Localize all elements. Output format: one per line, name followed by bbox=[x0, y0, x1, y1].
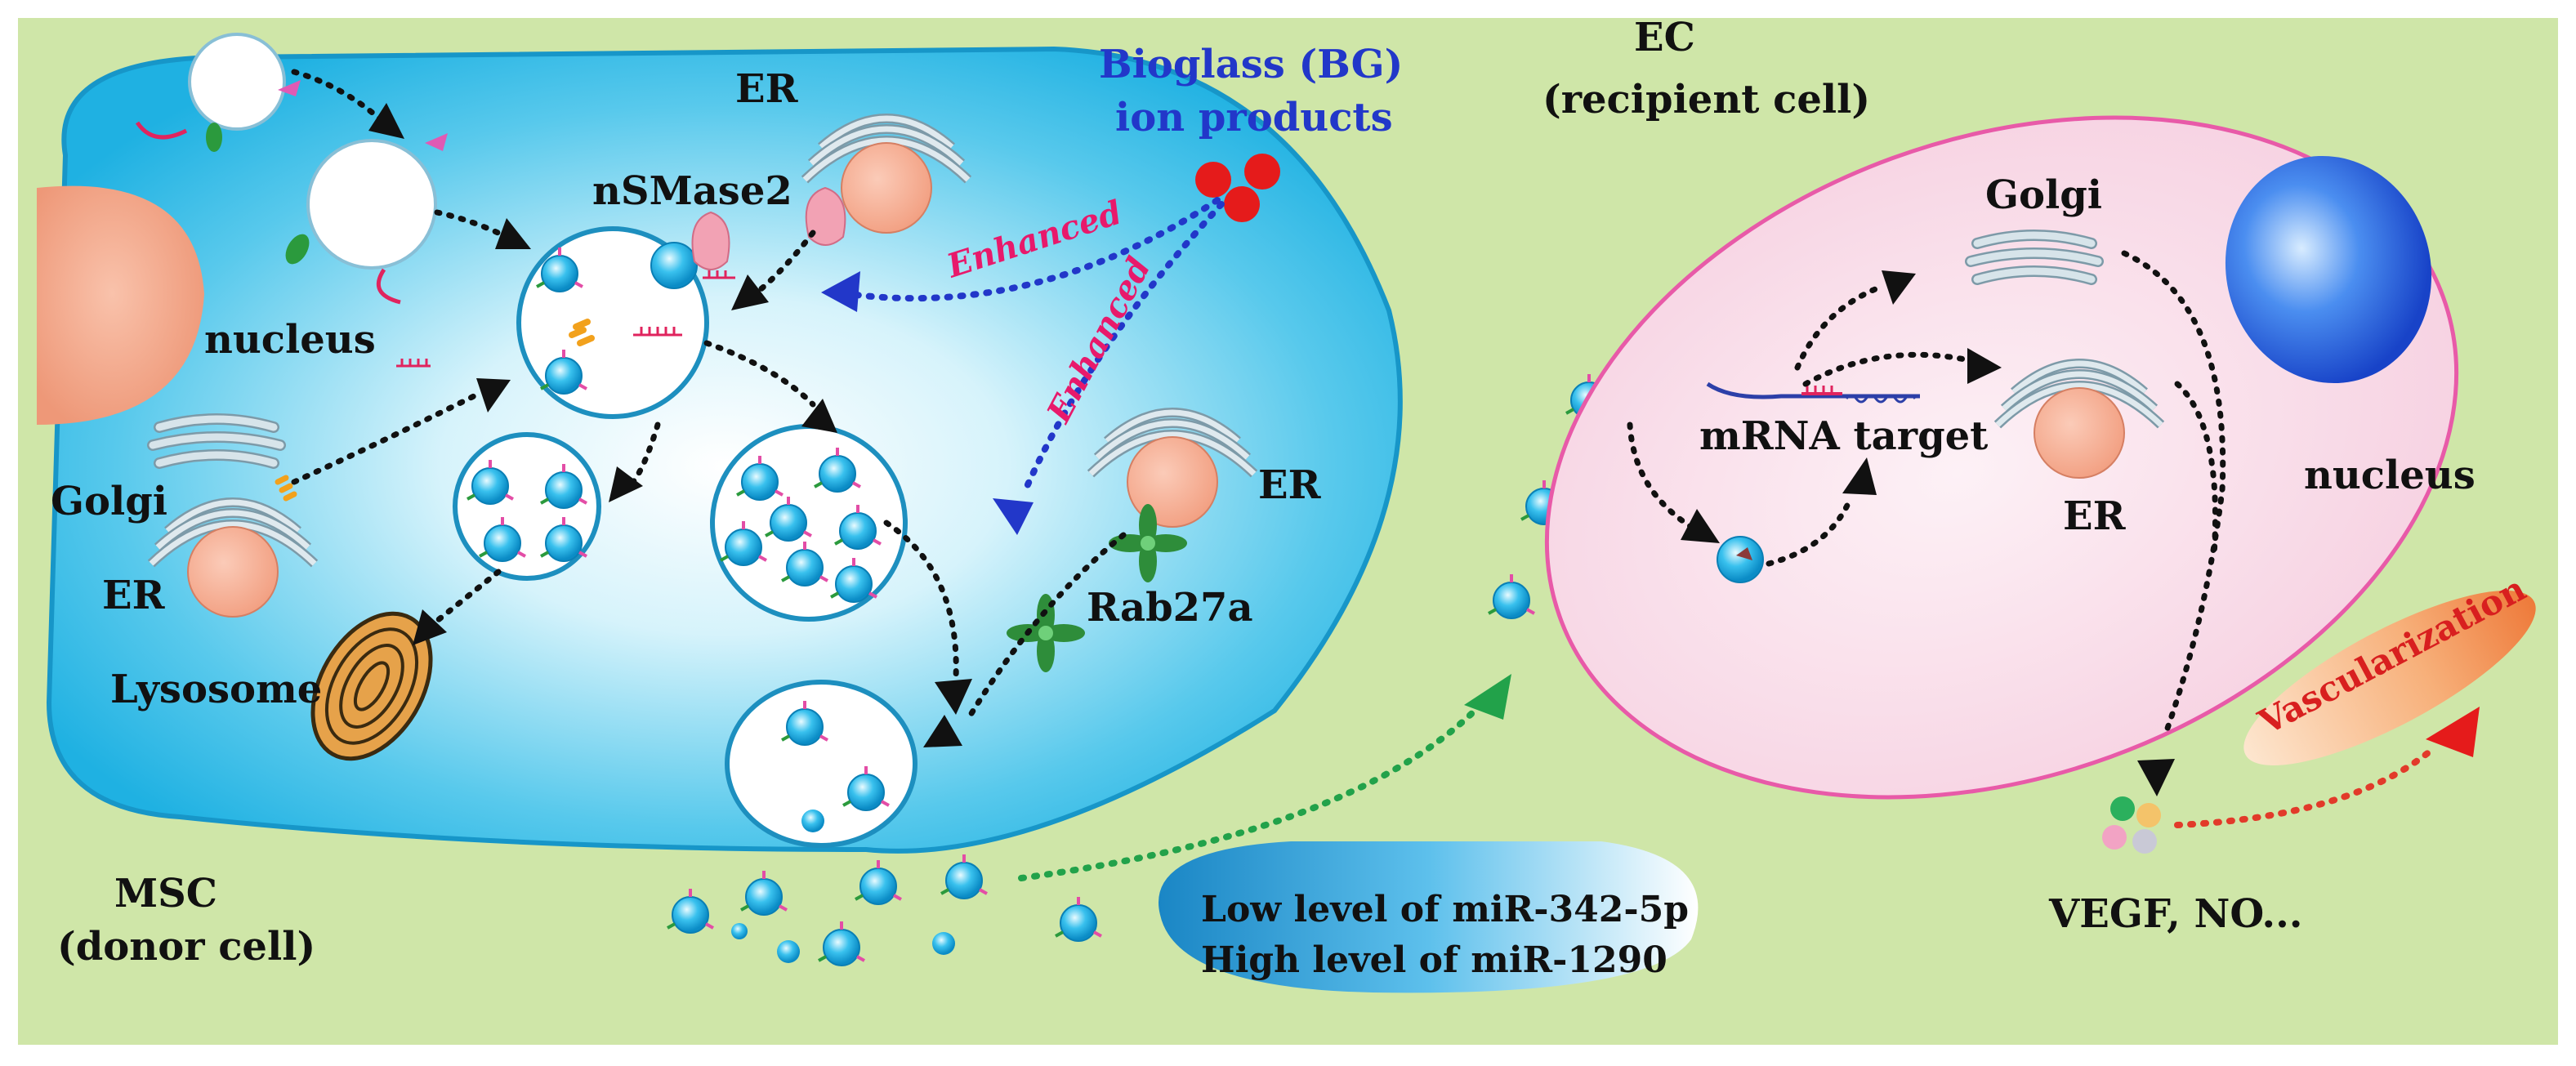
enhanced-arrow-1 bbox=[846, 197, 1221, 302]
mirna-level-banner bbox=[1159, 841, 1699, 993]
ec-nucleus bbox=[2225, 155, 2432, 384]
early-endosome bbox=[516, 226, 735, 419]
mvb-center bbox=[710, 424, 908, 622]
lysosome-icon bbox=[310, 611, 433, 761]
enhanced-arrowhead-1 bbox=[821, 271, 860, 312]
mvb-left bbox=[453, 432, 601, 581]
msc-pathway-arrows bbox=[291, 69, 1127, 747]
label-nucleus-msc: nucleus bbox=[204, 317, 376, 363]
label-mrna-target: mRNA target bbox=[1699, 413, 1988, 459]
transfer-arrow bbox=[1018, 707, 1478, 881]
label-ec-line1: EC bbox=[1634, 15, 1695, 60]
label-bioglass-line2: ion products bbox=[1115, 95, 1393, 140]
ec-pathway-arrows bbox=[1627, 250, 2226, 796]
label-er-msc-left: ER bbox=[102, 573, 166, 618]
mrna-strand-icon bbox=[1706, 381, 1920, 404]
vascularization-arrow bbox=[2174, 744, 2438, 828]
label-nsmase2: nSMase2 bbox=[592, 168, 792, 214]
msc-nucleus bbox=[37, 185, 204, 425]
label-er-msc-right: ER bbox=[1258, 462, 1322, 508]
label-mirna-line1: Low level of miR-342-5p bbox=[1201, 889, 1689, 930]
label-er-top: ER bbox=[735, 66, 799, 112]
nsmase2-icon bbox=[691, 186, 846, 270]
bioglass-ions-icon bbox=[1195, 154, 1280, 222]
internalized-exosome bbox=[1717, 536, 1764, 583]
label-bioglass-line1: Bioglass (BG) bbox=[1099, 42, 1403, 87]
label-vegf: VEGF, NO... bbox=[2048, 891, 2303, 937]
label-nucleus-ec: nucleus bbox=[2304, 453, 2476, 498]
mvb-bottom bbox=[725, 680, 917, 848]
vascularization-badge bbox=[2243, 591, 2536, 765]
released-exosomes bbox=[666, 853, 1103, 967]
label-golgi-ec: Golgi bbox=[1985, 172, 2102, 218]
label-rab27a: Rab27a bbox=[1087, 585, 1253, 631]
vascularization-arrowhead bbox=[2426, 707, 2480, 757]
endocytic-vesicle-2 bbox=[285, 133, 448, 305]
label-ec-line2: (recipient cell) bbox=[1542, 77, 1870, 123]
enhanced-arrowhead-2 bbox=[993, 498, 1034, 535]
vegf-molecules-icon bbox=[2102, 796, 2161, 854]
label-golgi-msc: Golgi bbox=[51, 479, 167, 524]
enhanced-arrow-2 bbox=[1022, 201, 1225, 493]
label-msc-line2: (donor cell) bbox=[57, 924, 315, 970]
label-msc-line1: MSC bbox=[114, 871, 217, 917]
transfer-arrowhead bbox=[1464, 674, 1511, 720]
label-mirna-line2: High level of miR-1290 bbox=[1201, 939, 1667, 981]
mirna-fragment-free bbox=[396, 359, 431, 368]
endocytic-vesicle-1 bbox=[135, 33, 301, 152]
label-lysosome: Lysosome bbox=[110, 667, 322, 712]
label-er-ec: ER bbox=[2063, 493, 2127, 539]
